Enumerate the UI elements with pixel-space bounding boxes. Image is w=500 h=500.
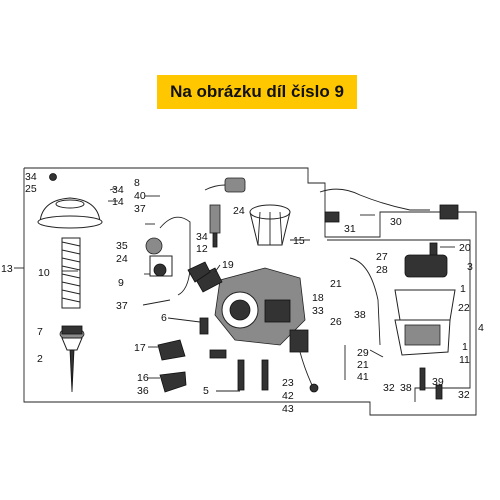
callout-14: 14 (112, 196, 124, 208)
callout-8: 8 (134, 177, 140, 189)
callout-42: 42 (282, 390, 294, 402)
callout-21: 21 (357, 359, 369, 371)
callout-25: 25 (25, 183, 37, 195)
bracket (187, 261, 211, 283)
callout-7: 7 (37, 326, 43, 338)
callout-22: 22 (458, 302, 470, 314)
callout-1: 1 (460, 283, 466, 295)
spring (61, 237, 81, 309)
callout-32: 32 (383, 382, 395, 394)
callout-24: 24 (233, 205, 245, 217)
callout-21: 21 (330, 278, 342, 290)
callout-32: 32 (458, 389, 470, 401)
callout-41: 41 (357, 371, 369, 383)
callout-29: 29 (357, 347, 369, 359)
screw-32 (435, 384, 443, 400)
callout-23: 23 (282, 377, 294, 389)
callout-26: 26 (330, 316, 342, 328)
callout-10: 10 (38, 267, 50, 279)
cable-tube (159, 216, 191, 296)
top-cover (37, 197, 103, 229)
callout-38: 38 (354, 309, 366, 321)
callout-15: 15 (293, 235, 305, 247)
callout-34: 34 (25, 171, 37, 183)
leader-lines (62, 187, 455, 392)
jet-set (199, 317, 269, 391)
callout-20: 20 (459, 242, 471, 254)
diaphragm-piston (59, 327, 85, 393)
callout-17: 17 (134, 342, 146, 354)
callout-43: 43 (282, 403, 294, 415)
callout-12: 12 (196, 243, 208, 255)
callout-35: 35 (116, 240, 128, 252)
callout-33: 33 (312, 305, 324, 317)
assembly-frame (23, 167, 477, 416)
solenoid (289, 329, 319, 393)
choke-valve (209, 204, 221, 248)
float-bowl (394, 289, 456, 356)
callout-40: 40 (134, 190, 146, 202)
throttle-pulley (145, 237, 173, 277)
callout-24: 24 (116, 253, 128, 265)
callout-9: 9 (118, 277, 124, 289)
callout-5: 5 (203, 385, 209, 397)
callout-19: 19 (222, 259, 234, 271)
wire-harness (319, 188, 430, 211)
callout-31: 31 (344, 223, 356, 235)
callout-34: 34 (196, 231, 208, 243)
callout-37: 37 (134, 203, 146, 215)
callout-3: 3 (467, 261, 473, 273)
callout-27: 27 (376, 251, 388, 263)
callout-34: 34 (112, 184, 124, 196)
callout-2: 2 (37, 353, 43, 365)
callout-1: 1 (462, 341, 468, 353)
callout-13: 13 (1, 263, 13, 275)
callout-39: 39 (432, 376, 444, 388)
callout-38: 38 (400, 382, 412, 394)
callout-36: 36 (137, 385, 149, 397)
callout-37: 37 (116, 300, 128, 312)
float-bowl-frame (327, 239, 471, 402)
intake-funnel (249, 204, 291, 246)
callout-4: 4 (478, 322, 484, 334)
float-chamber-cover (404, 254, 448, 278)
part-number-banner: Na obrázku díl číslo 9 (157, 75, 357, 109)
nut-7 (61, 325, 83, 335)
hose-27 (349, 257, 381, 346)
callout-16: 16 (137, 372, 149, 384)
carburetor-body (194, 267, 306, 346)
drain-screw (419, 367, 426, 391)
callout-11: 11 (459, 354, 470, 366)
clip-16 (159, 371, 187, 393)
callout-30: 30 (390, 216, 402, 228)
callout-6: 6 (161, 312, 167, 324)
connector-17 (157, 339, 186, 361)
screw-34 (49, 173, 57, 181)
callout-18: 18 (312, 292, 324, 304)
callout-28: 28 (376, 264, 388, 276)
